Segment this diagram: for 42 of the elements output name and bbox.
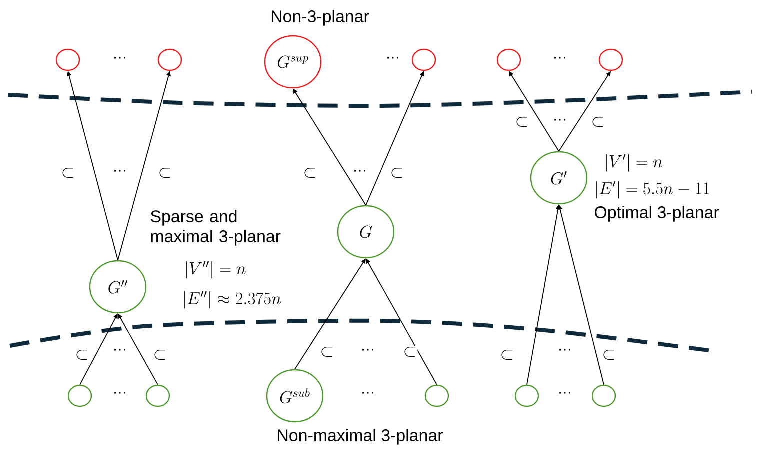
formula: $|V''| = n$ xyxy=(186,261,246,279)
ellipsis: … xyxy=(388,57,398,59)
edge-label: $\subset$ xyxy=(302,167,318,179)
ellipsis: … xyxy=(554,57,566,59)
graph-circle xyxy=(146,384,170,408)
edge-label: $\subset$ xyxy=(157,167,173,179)
heading-text: Non-maximal 3-planar xyxy=(278,429,443,445)
graph-circle xyxy=(68,384,92,408)
edge-label: $\subset$ xyxy=(590,116,606,128)
formula: $|E'| = 5.5n - 11$ xyxy=(596,181,710,199)
ellipsis: … xyxy=(114,57,126,59)
edge-label: $\subset$ xyxy=(601,349,617,361)
graph-circle xyxy=(158,48,182,72)
graph-circle xyxy=(514,384,540,408)
edge-label: $\subset$ xyxy=(60,167,76,179)
edge-label: $\subset$ xyxy=(402,346,418,358)
ellipsis: … xyxy=(560,392,570,394)
graph-circle xyxy=(592,384,616,408)
edge-label: $\subset$ xyxy=(514,116,530,128)
edge-label: $\subset$ xyxy=(499,349,515,361)
formula: $|V'| = n$ xyxy=(606,154,663,172)
edge-label: $\subset$ xyxy=(74,349,90,361)
ellipsis: … xyxy=(354,170,366,172)
ellipsis: … xyxy=(114,170,126,172)
graph-circle xyxy=(424,384,450,408)
edge-label: $\subset$ xyxy=(389,167,405,179)
ellipsis: … xyxy=(362,349,374,351)
heading-text: Non-3-planar xyxy=(272,10,370,26)
annotation-text: Sparse and maximal 3-planar xyxy=(150,210,281,246)
ellipsis: … xyxy=(114,392,126,394)
ellipsis: … xyxy=(114,349,126,351)
graph-circle xyxy=(496,48,522,72)
ellipsis: … xyxy=(554,119,566,121)
edge-label: $\subset$ xyxy=(152,349,168,361)
edge-label: $\subset$ xyxy=(319,346,335,358)
formula: $|E''| \approx 2.375n$ xyxy=(184,291,282,309)
ellipsis: … xyxy=(560,349,570,351)
annotation-text: Optimal 3-planar xyxy=(595,206,720,222)
graph-circle xyxy=(56,48,80,72)
ellipsis: … xyxy=(362,392,374,394)
graph-circle xyxy=(598,48,624,72)
graph-circle xyxy=(412,48,436,72)
